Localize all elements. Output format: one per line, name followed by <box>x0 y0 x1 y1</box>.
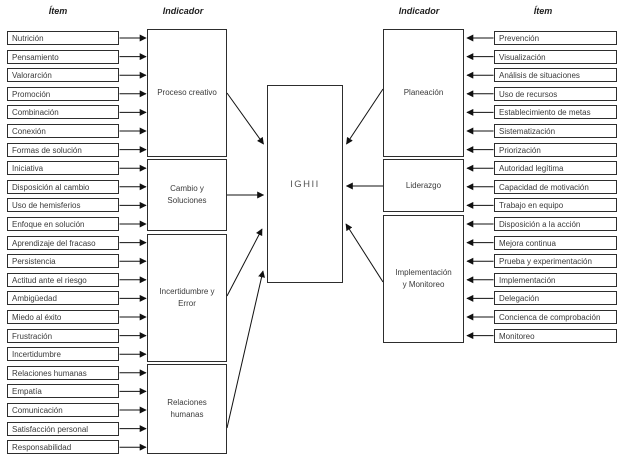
item-box: Miedo al éxito <box>7 310 119 324</box>
item-box: Disposición al cambio <box>7 180 119 194</box>
item-box: Conexión <box>7 124 119 138</box>
item-box: Trabajo en equipo <box>494 198 617 212</box>
item-box: Sistematización <box>494 124 617 138</box>
item-box: Ambigüedad <box>7 291 119 305</box>
item-box: Actitud ante el riesgo <box>7 273 119 287</box>
item-box: Análisis de situaciones <box>494 68 617 82</box>
center-ighii-box: IGHII <box>267 85 343 283</box>
item-box: Promoción <box>7 87 119 101</box>
item-box: Relaciones humanas <box>7 366 119 380</box>
item-box: Combinación <box>7 105 119 119</box>
item-box: Satisfacción personal <box>7 422 119 436</box>
item-box: Implementación <box>494 273 617 287</box>
item-box: Formas de solución <box>7 143 119 157</box>
indicator-box: Liderazgo <box>383 159 464 212</box>
arrow <box>346 88 384 145</box>
item-box: Incertidumbre <box>7 347 119 361</box>
item-box: Monitoreo <box>494 329 617 343</box>
indicator-box: Planeación <box>383 29 464 157</box>
item-box: Delegación <box>494 291 617 305</box>
item-box: Prueba y experimentación <box>494 254 617 268</box>
indicator-box: Cambio y Soluciones <box>147 159 227 231</box>
arrow <box>226 270 266 429</box>
item-box: Iniciativa <box>7 161 119 175</box>
item-box: Persistencia <box>7 254 119 268</box>
arrow <box>226 228 263 297</box>
indicator-box: Proceso creativo <box>147 29 227 157</box>
right-item-header: Ítem <box>533 6 553 16</box>
item-box: Prevención <box>494 31 617 45</box>
item-box: Establecimiento de metas <box>494 105 617 119</box>
item-box: Empatía <box>7 384 119 398</box>
indicator-box: Incertidumbre y Error <box>147 234 227 362</box>
item-box: Nutrición <box>7 31 119 45</box>
indicator-box: Relaciones humanas <box>147 364 227 454</box>
item-box: Frustración <box>7 329 119 343</box>
item-box: Valorarción <box>7 68 119 82</box>
item-box: Uso de recursos <box>494 87 617 101</box>
item-box: Concienca de comprobación <box>494 310 617 324</box>
arrow <box>345 223 384 283</box>
right-indicator-header: Indicador <box>398 6 440 16</box>
arrow <box>226 92 264 145</box>
item-box: Mejora continua <box>494 236 617 250</box>
item-box: Enfoque en solución <box>7 217 119 231</box>
item-box: Aprendizaje del fracaso <box>7 236 119 250</box>
item-box: Pensamiento <box>7 50 119 64</box>
item-box: Autoridad legítima <box>494 161 617 175</box>
item-box: Disposición a la acción <box>494 217 617 231</box>
item-box: Visualización <box>494 50 617 64</box>
item-box: Priorización <box>494 143 617 157</box>
left-item-header: Ítem <box>48 6 68 16</box>
item-box: Comunicación <box>7 403 119 417</box>
left-indicator-header: Indicador <box>162 6 204 16</box>
item-box: Capacidad de motivación <box>494 180 617 194</box>
item-box: Uso de hemisferios <box>7 198 119 212</box>
item-box: Responsabilidad <box>7 440 119 454</box>
indicator-box: Implementación y Monitoreo <box>383 215 464 343</box>
